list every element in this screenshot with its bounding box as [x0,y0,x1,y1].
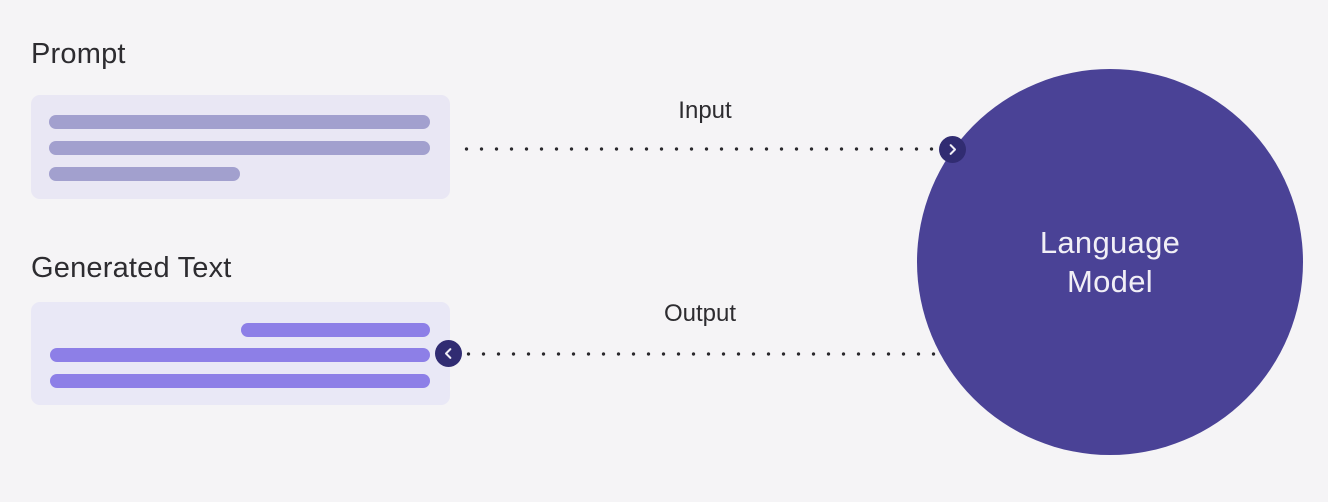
text-line-bar [50,348,430,362]
prompt-heading: Prompt [31,38,126,70]
chevron-left-icon [441,346,456,361]
language-model-label-line1: Language [1039,225,1181,260]
language-model-label-line2: Model [1067,264,1153,299]
input-arrow-badge [939,136,966,163]
generated-text-heading: Generated Text [31,252,232,284]
output-label: Output [663,300,737,327]
text-line-bar [49,141,430,155]
input-dotted-line [459,147,943,151]
input-label: Input [678,97,732,124]
chevron-right-icon [945,142,960,157]
text-line-bar [241,323,430,337]
output-dotted-line [461,352,941,356]
text-line-bar [49,167,240,181]
generated-text-card [31,302,450,405]
language-model-circle: Language Model [917,69,1303,455]
language-model-label: Language Model [1040,223,1180,301]
text-line-bar [50,374,430,388]
output-arrow-badge [435,340,462,367]
prompt-card [31,95,450,199]
text-line-bar [49,115,430,129]
